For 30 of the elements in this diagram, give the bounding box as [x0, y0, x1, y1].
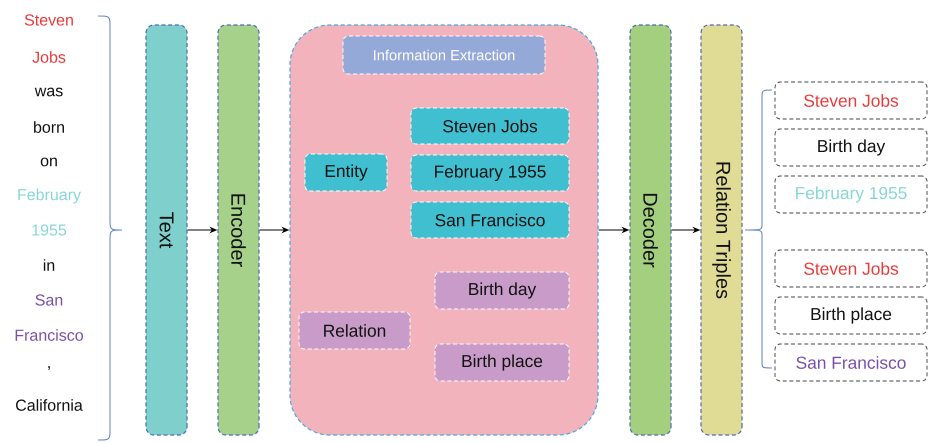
entity-box: Steven Jobs [410, 108, 570, 144]
triple-box: February 1955 [774, 176, 928, 214]
entity-box: February 1955 [410, 154, 570, 192]
triples-bar: Relation Triples [700, 24, 743, 436]
word: Francisco [16, 329, 83, 341]
word: in [44, 259, 54, 271]
word: San [36, 294, 62, 306]
triple-box: Steven Jobs [774, 250, 928, 288]
triple-box: Birth day [774, 128, 928, 166]
relation-box: Birth place [434, 344, 570, 382]
word: on [40, 158, 57, 166]
word: was [34, 88, 63, 96]
text-bar: Text [145, 24, 188, 436]
triple-box: Steven Jobs [774, 82, 928, 120]
word: Steven [24, 14, 73, 26]
triple-box: Birth place [774, 296, 928, 334]
entity-box: Entity [304, 154, 388, 192]
decoder-bar: Decoder [629, 24, 672, 436]
relation-box: Relation [298, 312, 410, 350]
word: Jobs [32, 51, 66, 63]
word: California [16, 399, 83, 411]
heading-box: Information Extraction [342, 36, 546, 74]
triple-box: San Francisco [774, 344, 928, 382]
word: 1955 [32, 224, 66, 236]
entity-box: San Francisco [410, 202, 570, 238]
word: born [34, 121, 64, 133]
relation-box: Birth day [434, 272, 570, 310]
word: February [18, 188, 81, 204]
encoder-bar: Encoder [217, 24, 260, 436]
word: , [48, 366, 50, 370]
